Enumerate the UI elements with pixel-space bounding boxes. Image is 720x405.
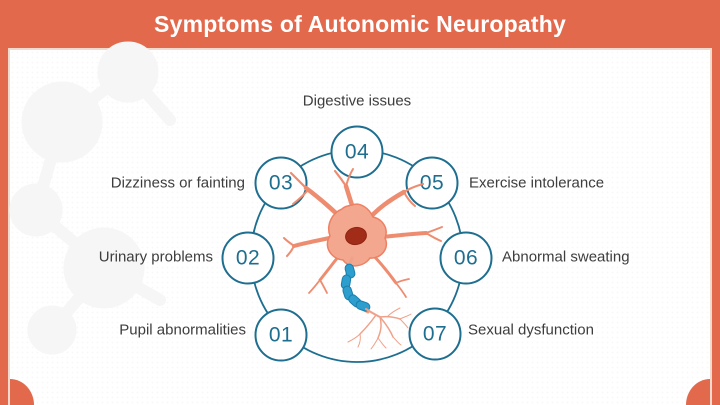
node-number: 01 (268, 323, 294, 346)
node-circle-02: 02 (221, 231, 275, 285)
node-number: 04 (344, 140, 370, 163)
node-circle-06: 06 (439, 231, 493, 285)
page-title: Symptoms of Autonomic Neuropathy (154, 10, 566, 37)
node-number: 06 (453, 246, 479, 269)
node-number: 07 (422, 322, 448, 345)
node-label-dizziness: Dizziness or fainting (110, 174, 245, 192)
header-bar: Symptoms of Autonomic Neuropathy (0, 0, 720, 48)
node-label-urinary: Urinary problems (98, 248, 213, 266)
node-circle-01: 01 (254, 308, 308, 362)
node-circle-07: 07 (408, 307, 462, 361)
node-number: 03 (268, 171, 294, 194)
node-label-exercise: Exercise intolerance (469, 174, 605, 192)
node-label-sweating: Abnormal sweating (502, 248, 630, 266)
node-circle-04: 04 (330, 125, 384, 179)
node-number: 05 (419, 171, 445, 194)
node-circle-03: 03 (254, 156, 308, 210)
node-label-sexual: Sexual dysfunction (468, 321, 594, 339)
node-number: 02 (235, 246, 261, 269)
node-label-pupil: Pupil abnormalities (119, 321, 246, 339)
node-label-digestive: Digestive issues (302, 92, 412, 110)
node-circle-05: 05 (405, 156, 459, 210)
